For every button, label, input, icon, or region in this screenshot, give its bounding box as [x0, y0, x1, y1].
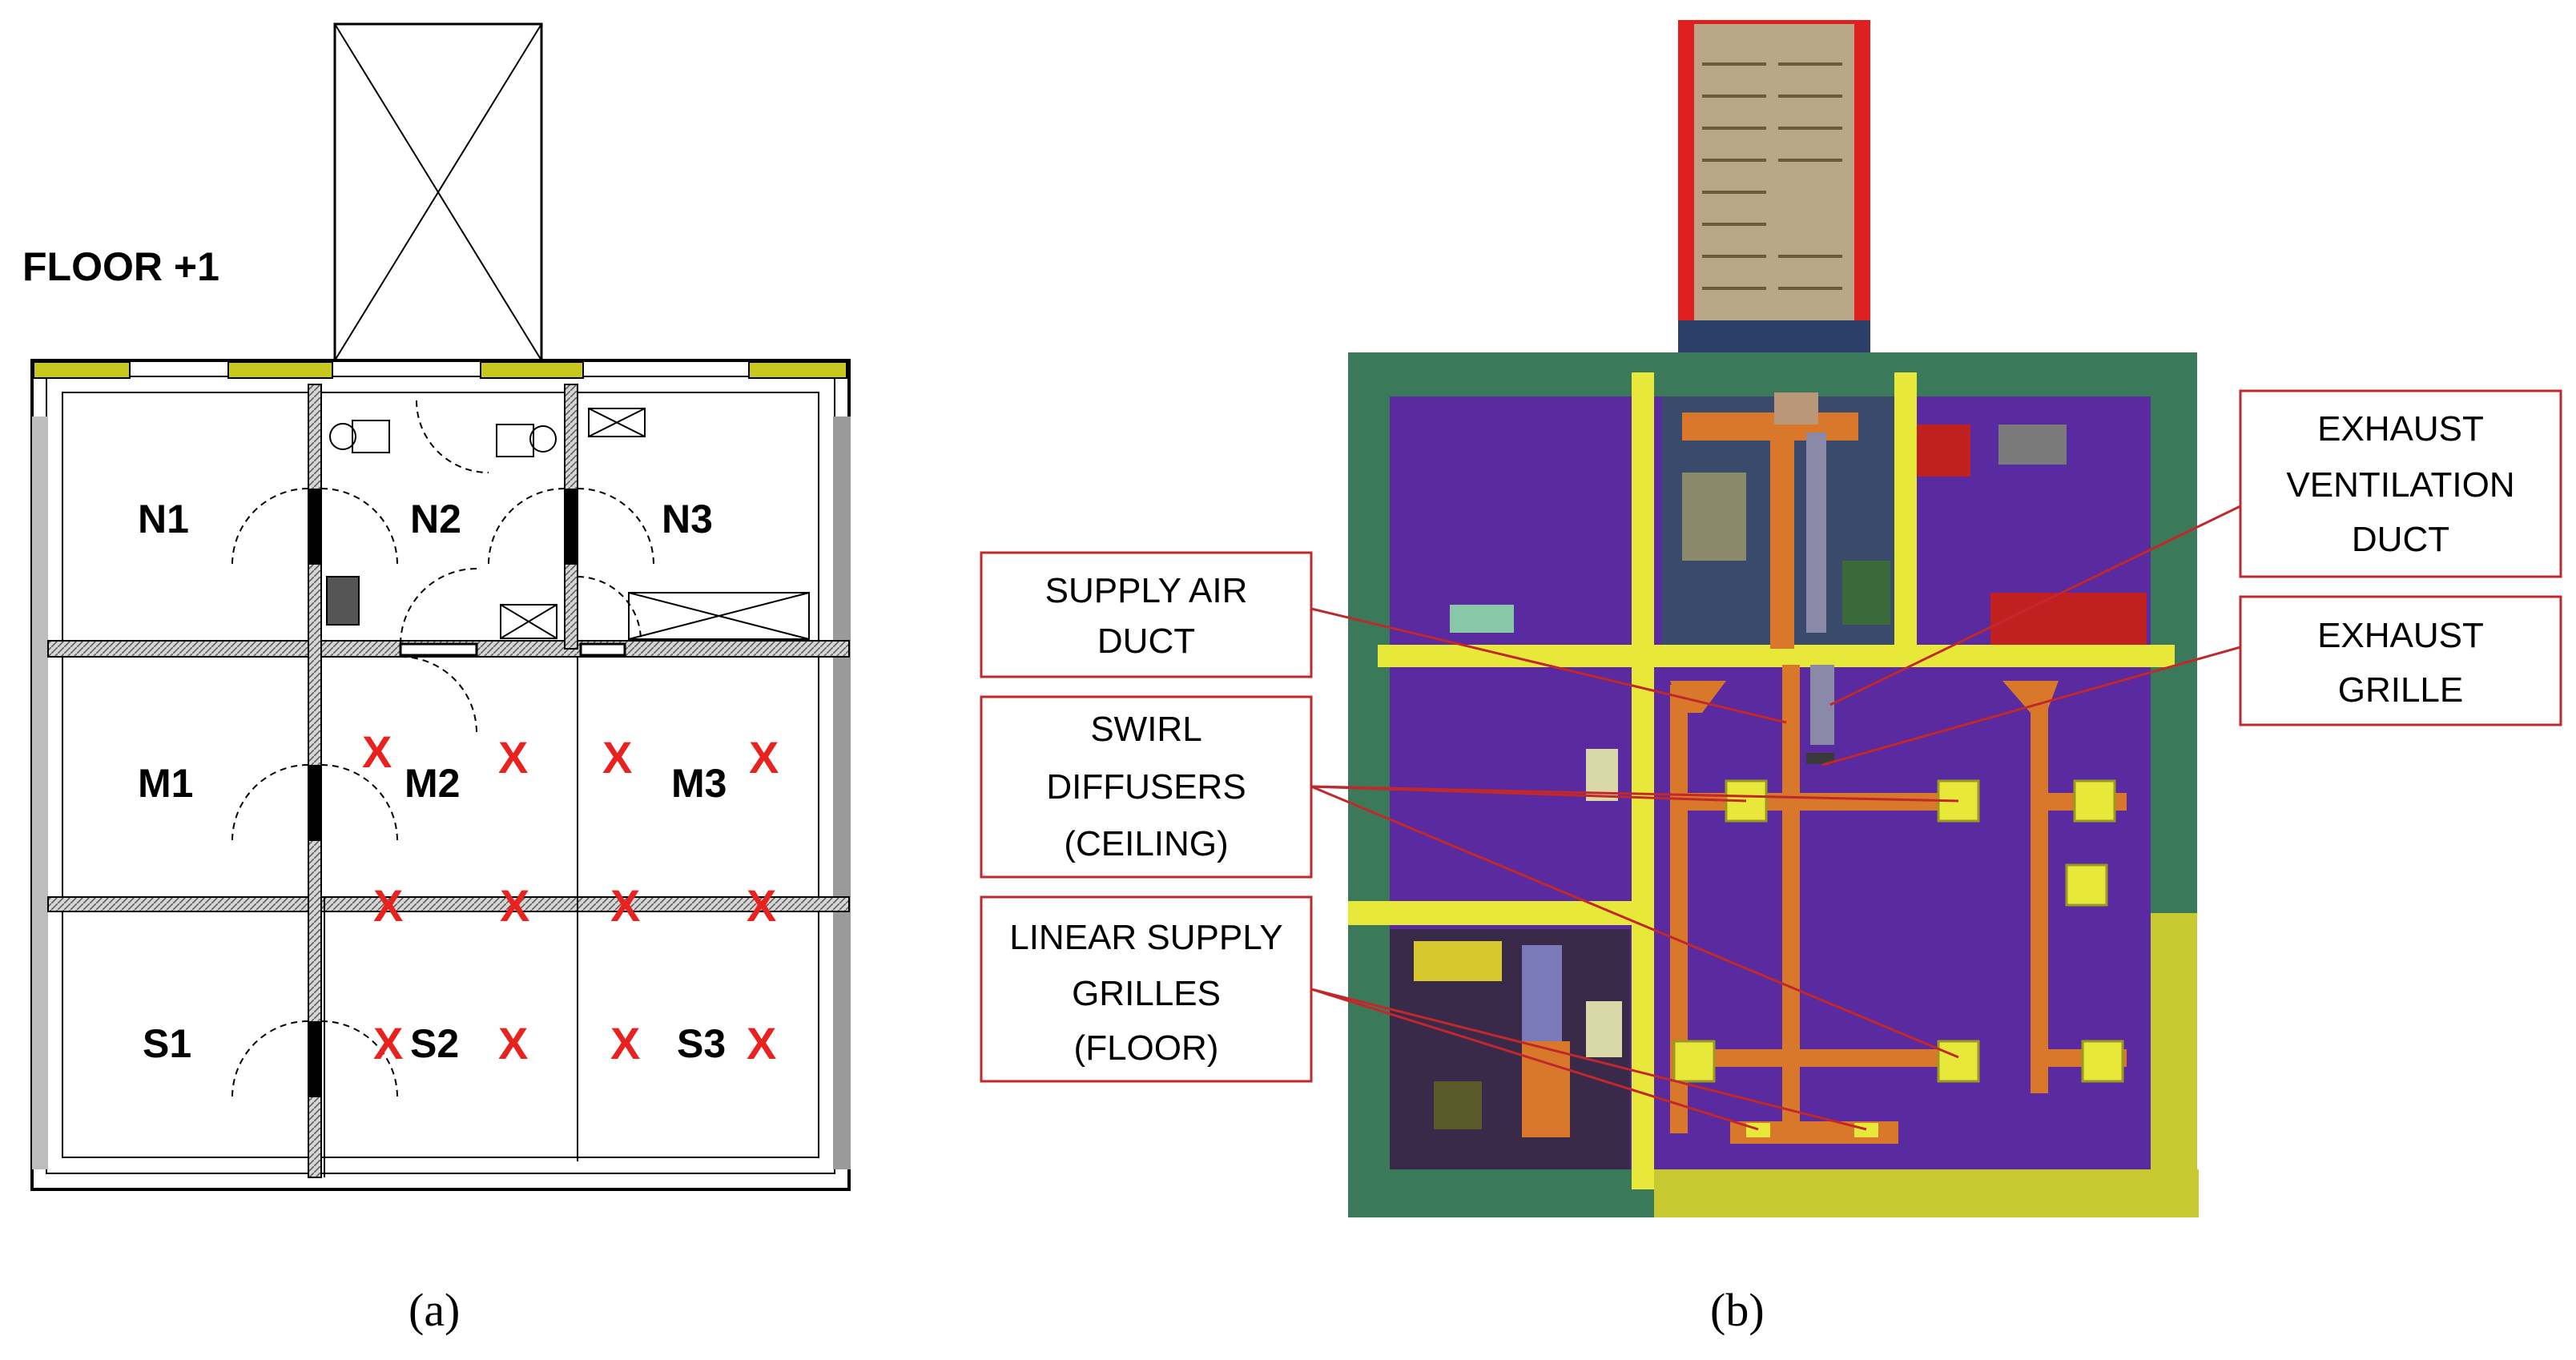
stair-void	[333, 22, 543, 362]
sanitary-fixtures	[326, 408, 810, 640]
window-bands	[33, 361, 847, 379]
callout-linear-supply-grilles: LINEAR SUPPLY GRILLES (FLOOR)	[980, 895, 1313, 1083]
marker-x: X	[373, 1018, 403, 1068]
callout-exhaust-grille: EXHAUST GRILLE	[2239, 595, 2562, 726]
callout-swirl-diffusers: SWIRL DIFFUSERS (CEILING)	[980, 695, 1313, 879]
room-label-m2: M2	[405, 761, 460, 806]
room-label-s3: S3	[677, 1021, 726, 1066]
marker-x: X	[747, 1018, 776, 1068]
east-facade	[2151, 913, 2197, 1177]
callout-exhaust-grille-line-2: GRILLE	[2338, 670, 2464, 710]
room-label-n1: N1	[138, 497, 189, 541]
room-label-s1: S1	[143, 1021, 191, 1066]
outer-wall	[30, 359, 851, 1191]
model-3d-panel: SUPPLY AIR DUCT SWIRL DIFFUSERS (CEILING…	[980, 20, 2562, 1336]
marker-x: X	[362, 726, 392, 777]
marker-x: X	[747, 880, 776, 931]
marker-x: X	[749, 732, 779, 783]
callout-supply-air-duct: SUPPLY AIR DUCT	[980, 551, 1313, 678]
callout-exhaust-ventilation-duct-line-3: DUCT	[2352, 520, 2449, 559]
door-leaves	[308, 489, 626, 1097]
callout-exhaust-ventilation-duct-line-1: EXHAUST	[2317, 409, 2484, 449]
callout-supply-air-duct-line-2: DUCT	[1097, 622, 1195, 661]
marker-x: X	[610, 1018, 640, 1068]
callout-linear-supply-grilles-line-2: GRILLES	[1072, 974, 1221, 1013]
callout-swirl-diffusers-line-2: DIFFUSERS	[1046, 767, 1246, 807]
marker-x: X	[498, 1018, 528, 1068]
room-label-s2: S2	[410, 1021, 459, 1066]
room-label-m3: M3	[671, 761, 727, 806]
callout-exhaust-ventilation-duct: EXHAUST VENTILATION DUCT	[2239, 389, 2562, 578]
room-label-n2: N2	[410, 497, 461, 541]
callout-leaders	[1310, 505, 2241, 1131]
room-labels: N1 N2 N3 M1 M2 M3 S1 S2 S3	[138, 497, 727, 1066]
marker-x: X	[500, 880, 529, 931]
marker-x: X	[498, 732, 528, 783]
structural-beams	[1348, 372, 2175, 1189]
marker-x: X	[602, 732, 632, 783]
callout-swirl-diffusers-line-3: (CEILING)	[1064, 824, 1228, 863]
measurement-markers: X X X X X X X X X X X X	[362, 726, 779, 1068]
south-facade	[1654, 1169, 2199, 1217]
callout-exhaust-grille-line-1: EXHAUST	[2317, 616, 2484, 655]
callout-linear-supply-grilles-line-1: LINEAR SUPPLY	[1009, 918, 1283, 957]
staircase-tower	[1678, 20, 1870, 352]
callout-supply-air-duct-line-1: SUPPLY AIR	[1045, 571, 1248, 610]
marker-x: X	[610, 880, 640, 931]
equipment-room	[1390, 929, 1630, 1169]
door-swings	[231, 400, 654, 1098]
marker-x: X	[373, 880, 403, 931]
room-label-n3: N3	[662, 497, 713, 541]
callout-linear-supply-grilles-line-3: (FLOOR)	[1074, 1028, 1219, 1068]
callout-swirl-diffusers-line-1: SWIRL	[1090, 710, 1201, 749]
caption-b: (b)	[1710, 1284, 1765, 1336]
floor-label: FLOOR +1	[22, 244, 219, 289]
callout-exhaust-ventilation-duct-line-2: VENTILATION	[2286, 465, 2514, 505]
room-label-m1: M1	[138, 761, 193, 806]
caption-a: (a)	[409, 1284, 460, 1336]
floor-plan-panel: FLOOR +1	[22, 22, 851, 1336]
